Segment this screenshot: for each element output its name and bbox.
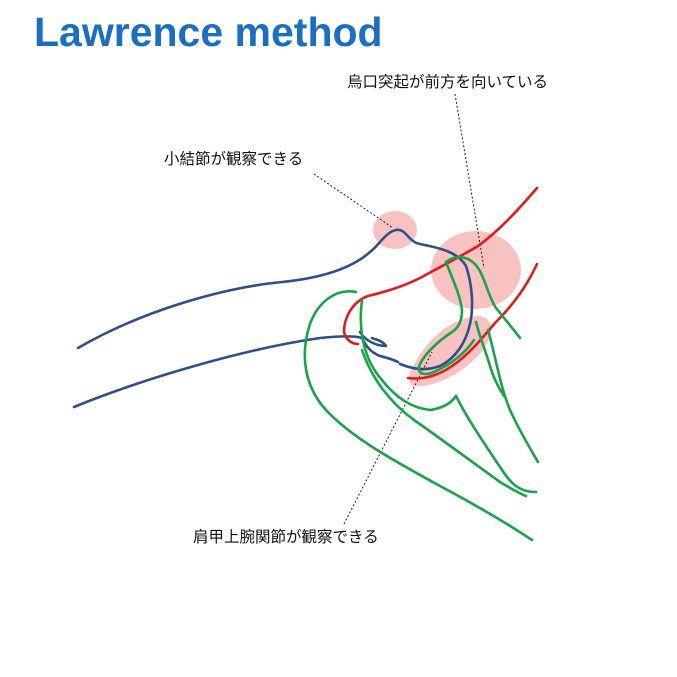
leader-line-coracoid [454,93,485,269]
label-coracoid-anterior: 烏口突起が前方を向いている [347,73,549,91]
coracoid-outline [342,186,539,380]
humerus-lower-contour [72,335,400,409]
humerus-inner-line [358,330,388,348]
coracoid-lower-contour [406,262,539,380]
label-glenohumeral-joint: 肩甲上腕関節が観察できる [193,528,379,546]
scapula-outer-contour [303,290,534,542]
humerus-outline [72,228,474,409]
scapular-spine-line [474,320,506,398]
page-title: Lawrence method [34,9,383,55]
label-lesser-tubercle: 小結節が観察できる [164,150,304,168]
highlight-glenoid [408,316,492,387]
leader-line-lesser-tubercle [313,173,394,229]
coracoid-upper-contour [342,186,539,346]
scapular-inferior-line [360,348,528,498]
coracoid-base-green [417,260,476,376]
scapula-outline [303,255,540,542]
highlight-coracoid [431,231,521,309]
scapular-neck-line [454,394,538,494]
coracoid-process-green [444,255,522,340]
glenoid-rim [359,298,458,412]
leader-lines [313,93,485,525]
humerus-upper-contour [76,228,474,371]
scapular-lateral-border [486,328,540,464]
leader-line-glenoid [343,351,433,525]
